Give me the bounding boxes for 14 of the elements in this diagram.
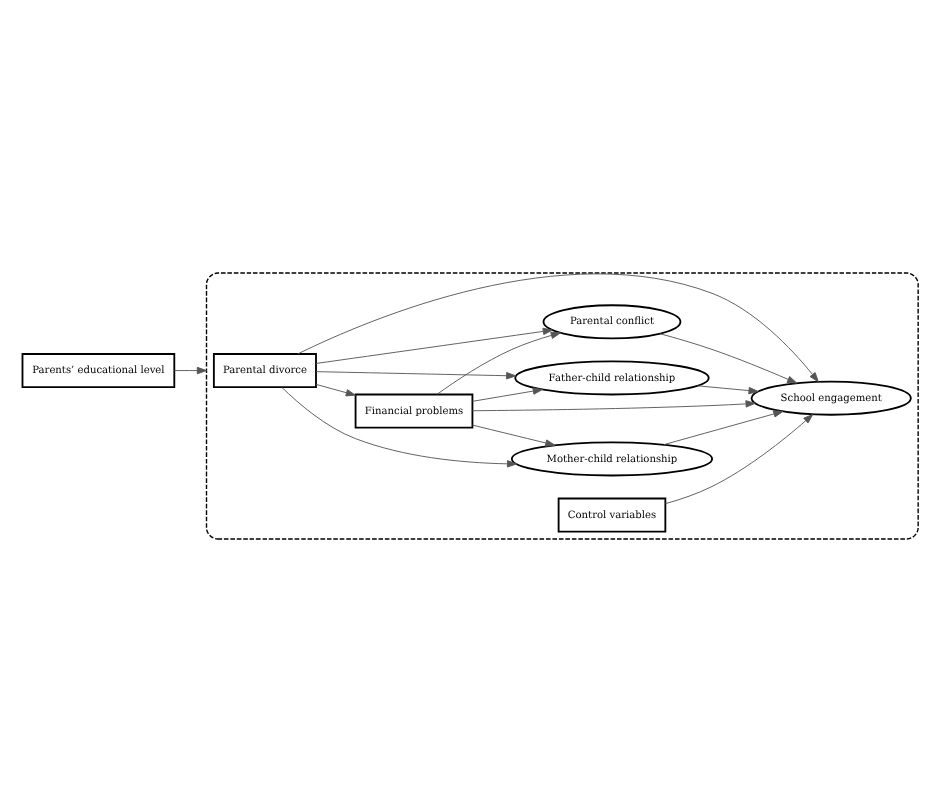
arrow xyxy=(297,273,819,383)
arrow xyxy=(697,385,759,395)
arrow xyxy=(436,331,561,395)
arrow xyxy=(472,400,756,412)
arrow xyxy=(315,327,553,364)
arrow xyxy=(173,366,207,375)
arrow xyxy=(659,333,798,384)
arrow xyxy=(281,386,518,468)
arrow xyxy=(315,383,356,397)
arrow xyxy=(472,387,543,402)
arrow xyxy=(472,424,556,447)
arrow xyxy=(664,414,814,505)
arrow xyxy=(663,410,784,446)
arrow xyxy=(315,371,517,380)
